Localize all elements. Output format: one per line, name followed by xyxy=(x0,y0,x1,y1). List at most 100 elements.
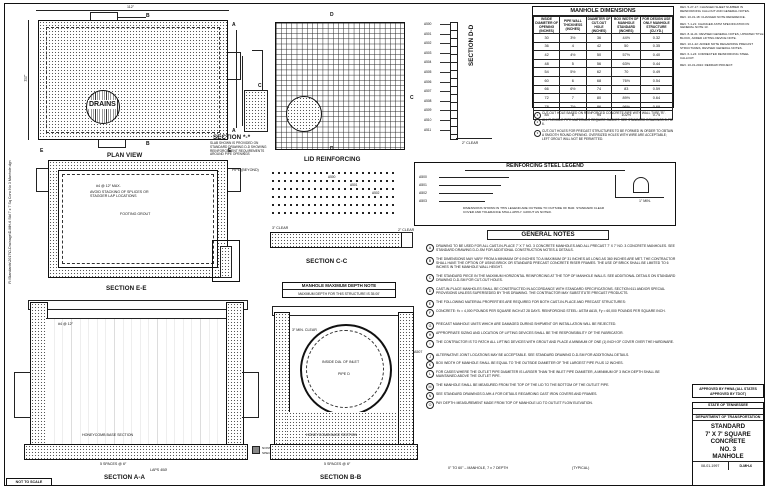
dims-header-4: FOR DESIGN USE ONLY MANHOLE STRUCTURE (C… xyxy=(639,16,674,34)
general-note: THE STANDARD PIECE IN THE MAXIMUM HORIZO… xyxy=(436,274,676,283)
section-b-label-6: 5 SPACES @ 6″ xyxy=(324,462,351,466)
legend-bar-shape xyxy=(439,184,501,186)
legend-bar-shape xyxy=(439,200,485,202)
section-e-label-4: PIPE (BEYOND) xyxy=(232,168,259,172)
revision-entry: REV. 10-31-2024: REDRAW PROJECT. xyxy=(680,62,734,67)
table-cell: 0.69 xyxy=(639,101,674,112)
table-cell: 0.74 xyxy=(639,110,674,120)
section-d-tick-line xyxy=(440,52,450,54)
manhole-dimensions-table: MANHOLE DIMENSIONS INSIDE DIAMETER OF OP… xyxy=(532,6,674,120)
section-d-tick-line xyxy=(440,120,450,121)
section-c-bar-row xyxy=(272,172,396,174)
table-cell: 4 xyxy=(559,41,587,52)
table-cell: 63½ xyxy=(611,58,641,69)
general-note: DRAWING TO BE USED FOR ALL CAST-IN-PLACE… xyxy=(436,244,675,253)
table-cell: 6 xyxy=(559,75,587,86)
lid-cut-c-right: C xyxy=(410,95,414,101)
table-cell: 48 xyxy=(532,58,561,69)
lid-opening xyxy=(286,96,322,132)
revision-entry: REV. 8-11-21: REVISED GENERAL NOTES, UPD… xyxy=(680,31,764,40)
table-cell: 7½ xyxy=(559,101,587,112)
table-cell: 30 xyxy=(532,33,561,43)
section-e-label-3: FOOTING GROUT xyxy=(120,212,151,216)
section-d-tick-line xyxy=(440,91,450,92)
section-c-bar-row xyxy=(272,188,396,190)
section-c-bar-label: A501 xyxy=(350,183,358,187)
dims-note-number: 2 xyxy=(534,118,541,126)
section-a-label-5: 5 SPACES @ 6″ xyxy=(100,462,127,466)
table-cell: 66 xyxy=(532,84,561,95)
tb-line3: CONCRETE xyxy=(710,438,746,446)
section-d-tick: A506 xyxy=(424,79,432,84)
lid-rebar-grid xyxy=(275,22,405,150)
table-cell: 0.32 xyxy=(639,33,674,43)
section-c-bar-label: A502 xyxy=(372,191,380,195)
dims-table: INSIDE DIAMETER OF OPENING (INCHES)PIPE … xyxy=(532,16,674,120)
dims-header-1: PIPE WALL THICKNESS (INCHES) xyxy=(559,16,587,34)
section-d-title: SECTION D-D xyxy=(468,24,475,66)
tb-line1: STANDARD xyxy=(710,423,746,430)
plan-dim-side: 112" xyxy=(23,74,28,82)
section-b-title: SECTION B-B xyxy=(320,474,362,481)
table-cell: 80 xyxy=(585,93,613,103)
max-depth-box: MANHOLE MAXIMUM DEPTH NOTE MAXIMUM DEPTH… xyxy=(282,282,396,298)
dims-header-2: DIAMETER OF CUT-OUT HOLE (INCHES) xyxy=(585,16,613,34)
dims-header-0: INSIDE DIAMETER OF OPENING (INCHES) xyxy=(532,16,561,34)
section-d-tick: A511 xyxy=(424,127,432,132)
table-cell: 68 xyxy=(585,75,613,86)
table-cell: 96½ xyxy=(611,101,641,112)
legend-row-label: A501 xyxy=(419,183,427,187)
table-cell: 6½ xyxy=(559,84,587,95)
revision-notes: REV. 5-27-17: CHANGED SHEET NUMBER IN RE… xyxy=(680,5,764,70)
table-cell: 62 xyxy=(585,67,613,77)
legend-bar-shape xyxy=(439,192,493,194)
revision-entry: REV. 7-1-21: CHANGED ASTM SPECIFICATION … xyxy=(680,21,750,30)
section-c-bar-label: A500 xyxy=(328,175,336,179)
not-to-scale-text: NOT TO SCALE xyxy=(15,480,43,484)
revision-entry: REV. 10-1-22: ADDED NOTE REGARDING PRECA… xyxy=(680,42,754,50)
general-note-marker: C xyxy=(426,274,434,283)
general-note: FOR CASES WHERE THE OUTLET PIPE DIAMETER… xyxy=(436,370,660,379)
table-cell: 0.64 xyxy=(639,93,674,103)
table-cell: 0.35 xyxy=(639,41,674,52)
table-cell: 42 xyxy=(532,50,561,60)
tb-dept: DEPARTMENT OF TRANSPORTATION xyxy=(693,415,763,421)
section-b-label-2: PIPE D xyxy=(338,372,350,376)
general-note: CONCRETE: f'c = 4,000 POUNDS PER SQUARE … xyxy=(436,309,666,313)
general-note-marker: L xyxy=(426,370,434,379)
dims-header-3: BOX WIDTH OF MANHOLE STANDARD (INCHES) xyxy=(611,16,641,34)
section-d-tick-line xyxy=(440,33,450,35)
table-cell: 57½ xyxy=(611,50,641,60)
general-notes-footer-right: (TYPICAL) xyxy=(572,466,590,470)
table-cell: 56 xyxy=(585,58,613,69)
table-cell: 44½ xyxy=(611,33,641,43)
legend-row-label: A502 xyxy=(419,191,427,195)
section-d-tick: A501 xyxy=(424,31,432,36)
section-b-label-3: 3″ MIN. CLEAR xyxy=(292,328,317,332)
section-e-label-2: AVOID STACKING OF SPLICES OR STAGGER LAP… xyxy=(90,190,149,199)
revision-entry: REV. 10-31-18: CHANGED NOTE REFERENCE. xyxy=(680,15,746,20)
tb-state: STATE OF TENNESSEE xyxy=(693,403,763,409)
lid-cut-c-top: C xyxy=(258,83,262,89)
max-depth-note: MAXIMUM DEPTH FOR THIS STRUCTURE IS 35.0… xyxy=(298,292,380,296)
drains-label: DRAINS xyxy=(88,100,117,109)
general-note-marker: M xyxy=(426,383,434,392)
section-d-tick-line xyxy=(440,100,450,102)
section-d-tick: A503 xyxy=(424,50,432,55)
dims-note-text: CUT-OUT HOLE BASED ON REINFORCED CONCRET… xyxy=(542,111,666,115)
table-cell: 42 xyxy=(585,41,613,52)
general-note: THE FOLLOWING MATERIAL PROPERTIES ARE RE… xyxy=(436,300,626,305)
section-a-label-6: LAPS 40Ø xyxy=(150,468,167,472)
section-d-tick: A507 xyxy=(424,89,432,94)
section-a-label-2: HONEYCOMB BASE SECTION xyxy=(82,433,134,437)
tb-line5: MANHOLE xyxy=(693,453,763,462)
not-to-scale: NOT TO SCALE xyxy=(6,478,52,486)
